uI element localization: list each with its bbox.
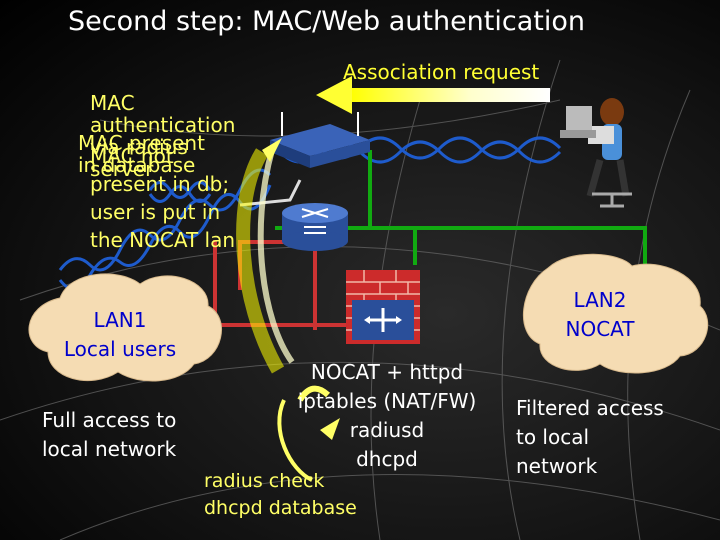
page-title: Second step: MAC/Web authentication [68,6,585,37]
lan1-label: LAN1 Local users [63,308,177,361]
firewall-icon [346,270,420,344]
mac-not-present-label: MAC not present in db; user is put in th… [90,144,236,252]
lan1-wiring [213,240,350,330]
lan1-cloud [28,273,223,382]
association-request-label: Association request [343,60,540,84]
server-services: NOCAT + httpd iptables (NAT/FW) radiusd … [297,360,477,471]
mac-auth-label: MAC authentication via radius server [90,91,236,181]
lan1-access-description: Full access to local network [42,408,177,461]
backbone-wiring [239,179,302,207]
access-point-icon [270,112,370,168]
lan2-label: LAN2 NOCAT [565,288,635,341]
mac-present-label: MAC present in database [78,131,205,177]
flow-arrows [236,138,340,482]
lan2-cloud [522,253,709,374]
laptop-user-icon [560,98,632,208]
server-checks: radius check dhcpd database [204,470,357,519]
lan2-access-description: Filtered access to local network [516,396,664,478]
router-icon [282,203,348,251]
association-arrow [316,76,550,114]
